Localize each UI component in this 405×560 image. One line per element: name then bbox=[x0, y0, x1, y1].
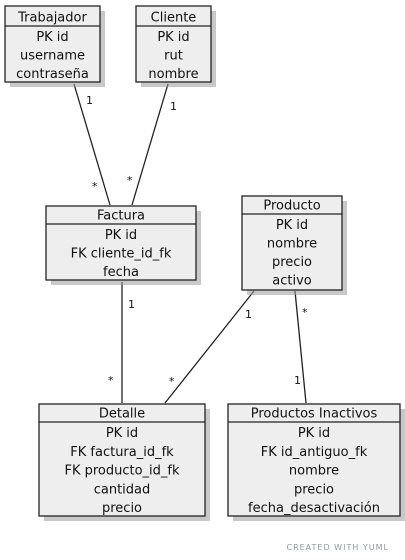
entity-title: Trabajador bbox=[17, 11, 87, 26]
entity-attribute: rut bbox=[164, 49, 183, 64]
entity-attribute: activo bbox=[272, 274, 312, 289]
entity-attribute: PK id bbox=[36, 30, 68, 45]
multiplicity-label: 1 bbox=[170, 100, 177, 113]
entity-attribute: PK id bbox=[298, 426, 330, 441]
relation-line bbox=[73, 83, 111, 206]
multiplicity-label: 1 bbox=[294, 374, 301, 387]
entity-detalle: Detalle PK id FK factura_id_fk FK producto_… bbox=[38, 403, 210, 521]
entity-attribute: FK factura_id_fk bbox=[70, 445, 174, 460]
entities-layer: Trabajador PK id username contraseña Cliente… bbox=[4, 5, 405, 521]
entity-attribute: PK id bbox=[276, 218, 308, 233]
entity-attribute: PK id bbox=[157, 30, 189, 45]
entity-attribute: FK cliente_id_fk bbox=[71, 247, 172, 262]
entity-box bbox=[45, 205, 197, 281]
entity-box bbox=[38, 403, 206, 517]
entity-producto: Producto PK id nombre precio activo bbox=[241, 195, 347, 295]
relation-line bbox=[164, 290, 255, 404]
multiplicity-label: * bbox=[302, 306, 308, 319]
entity-cliente: Cliente PK id rut nombre bbox=[135, 5, 216, 87]
relation-line bbox=[131, 83, 169, 206]
entity-attribute: username bbox=[20, 49, 85, 64]
entity-attribute: nombre bbox=[289, 464, 339, 479]
entity-attribute: contraseña bbox=[16, 67, 89, 82]
entity-trabajador: Trabajador PK id username contraseña bbox=[4, 5, 105, 87]
relation-line bbox=[294, 290, 307, 404]
multiplicity-label: * bbox=[108, 374, 114, 387]
entity-box bbox=[4, 5, 101, 83]
entity-productos-inactivos: Productos Inactivos PK id FK id_antiguo_fk… bbox=[227, 403, 405, 521]
relation-producto-productos-inactivos: *1 bbox=[294, 290, 308, 404]
entity-box bbox=[135, 5, 212, 83]
multiplicity-label: 1 bbox=[245, 308, 252, 321]
relation-cliente-factura: 1* bbox=[127, 83, 177, 206]
multiplicity-label: * bbox=[127, 174, 133, 187]
entity-attribute: fecha bbox=[103, 265, 139, 280]
entity-title: Cliente bbox=[151, 11, 197, 26]
entity-title: Detalle bbox=[99, 407, 145, 422]
entity-title: Productos Inactivos bbox=[251, 407, 378, 422]
entity-attribute: fecha_desactivación bbox=[248, 501, 380, 516]
multiplicity-label: * bbox=[92, 180, 98, 193]
entity-box bbox=[227, 403, 401, 517]
multiplicity-label: 1 bbox=[128, 298, 135, 311]
yuml-credit: CREATED WITH YUML bbox=[286, 543, 389, 552]
multiplicity-label: * bbox=[169, 375, 175, 388]
relations-layer: 1*1*1*1**1 bbox=[73, 83, 308, 404]
entity-box bbox=[241, 195, 343, 291]
entity-title: Factura bbox=[97, 209, 145, 224]
relation-trabajador-factura: 1* bbox=[73, 83, 111, 206]
relation-producto-detalle: 1* bbox=[164, 290, 255, 404]
multiplicity-label: 1 bbox=[86, 94, 93, 107]
entity-attribute: nombre bbox=[267, 237, 317, 252]
entity-title: Producto bbox=[263, 199, 320, 214]
entity-attribute: FK id_antiguo_fk bbox=[261, 445, 368, 460]
entity-attribute: FK producto_id_fk bbox=[64, 464, 180, 479]
entity-attribute: cantidad bbox=[94, 482, 151, 497]
relation-factura-detalle: 1* bbox=[108, 282, 135, 403]
entity-attribute: precio bbox=[294, 482, 334, 497]
entity-attribute: precio bbox=[102, 501, 142, 516]
entity-attribute: PK id bbox=[106, 426, 138, 441]
entity-attribute: nombre bbox=[148, 67, 198, 82]
entity-attribute: precio bbox=[272, 255, 312, 270]
entity-attribute: PK id bbox=[105, 228, 137, 243]
